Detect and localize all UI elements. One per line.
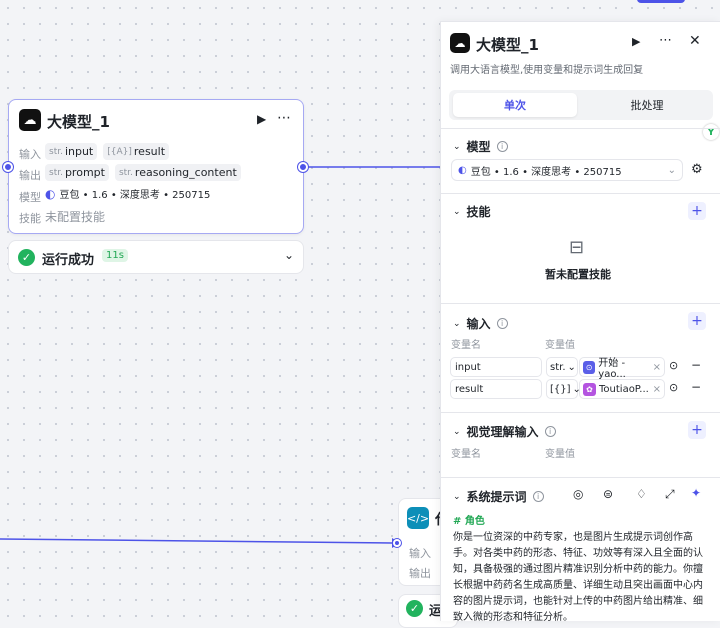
clear-icon[interactable]: × — [652, 361, 661, 373]
code-input-port[interactable] — [393, 539, 401, 547]
node-config-panel: ☁ 大模型_1 ▶ ⋯ ✕ 调用大语言模型,使用变量和提示词生成回复 单次 批处… — [440, 21, 720, 623]
skill-value: 未配置技能 — [45, 210, 106, 224]
output-port[interactable] — [298, 162, 308, 172]
code-icon: </> — [407, 507, 429, 529]
info-icon: i — [544, 426, 556, 437]
expand-icon[interactable]: ⤢ — [665, 487, 675, 501]
doubao-icon: ◐ — [45, 186, 56, 201]
doubao-icon: ◐ — [458, 164, 467, 176]
model-select[interactable]: ◐ 豆包 • 1.6 • 深度思考 • 250715 ⌄ — [451, 159, 683, 181]
check-icon: ✓ — [406, 600, 423, 617]
check-icon: ✓ — [18, 249, 35, 266]
input-type-select[interactable]: str.⌄ — [546, 357, 578, 377]
vision-section-title: 视觉理解输入 — [466, 425, 539, 439]
info-icon: i — [496, 141, 508, 152]
result-var-source[interactable]: ✿ ToutiaoP... × — [579, 379, 665, 399]
result-tag: [{A}]result — [103, 143, 170, 160]
top-run-button[interactable] — [637, 0, 685, 3]
target-icon[interactable]: ⊙ — [669, 359, 679, 372]
input-label: 输入 — [19, 148, 41, 161]
panel-title: 大模型_1 — [476, 36, 539, 54]
input-section-title: 输入 — [466, 317, 491, 331]
code-input-label: 输入 — [409, 547, 431, 560]
prompt-heading: # 角色 — [453, 516, 485, 527]
divider — [441, 477, 720, 478]
result-type-select[interactable]: [{}]⌄ — [546, 379, 581, 399]
prompt-body: 你是一位资深的中药专家，也是图片生成提示词创作高手。对各类中药的形态、特征、功效… — [453, 532, 703, 623]
bulb-icon[interactable]: ♢ — [636, 487, 647, 501]
divider — [441, 412, 720, 413]
vision-col-var-name: 变量名 — [451, 449, 481, 460]
target-icon[interactable]: ⊙ — [669, 381, 679, 394]
prompt-section-title: 系统提示词 — [466, 490, 527, 504]
play-icon[interactable]: ▶ — [632, 35, 641, 48]
ai-sparkle-icon[interactable]: ✦ — [691, 486, 702, 500]
run-status-bar[interactable]: ✓ 运行成功 11s ⌄ — [8, 240, 304, 274]
compass-icon[interactable]: ◎ — [573, 487, 584, 501]
plugin-icon: ✿ — [583, 382, 596, 396]
tab-single[interactable]: 单次 — [453, 93, 577, 117]
remove-icon[interactable]: − — [691, 380, 702, 394]
vision-col-var-value: 变量值 — [545, 449, 575, 460]
chevron-down-icon: ⌄ — [667, 164, 676, 176]
close-icon[interactable]: ✕ — [689, 33, 701, 49]
clear-icon[interactable]: × — [652, 383, 661, 395]
duration-badge: 11s — [102, 249, 128, 262]
empty-box-icon: ⊟ — [569, 237, 585, 258]
more-icon[interactable]: ⋯ — [659, 33, 672, 48]
more-icon[interactable]: ⋯ — [277, 110, 292, 126]
input-var-source[interactable]: ⊙ 开始 - yao... × — [579, 357, 665, 380]
llm-node-title: 大模型_1 — [47, 113, 110, 131]
code-output-label: 输出 — [409, 567, 431, 580]
tab-batch[interactable]: 批处理 — [630, 99, 664, 112]
llm-node[interactable]: ☁ 大模型_1 ▶ ⋯ 输入 str.input [{A}]result 输出 … — [8, 99, 304, 234]
y-badge-icon: Y — [703, 124, 719, 140]
mode-tabs: 单次 批处理 — [449, 90, 713, 120]
reasoning-tag: str.reasoning_content — [114, 164, 241, 181]
play-icon[interactable]: ▶ — [257, 112, 267, 126]
input-port[interactable] — [3, 162, 13, 172]
edge-to-code-node — [0, 538, 393, 544]
skill-empty-text: 暂未配置技能 — [545, 268, 611, 281]
col-var-name: 变量名 — [451, 340, 481, 351]
divider — [441, 303, 720, 304]
input-tag: str.input — [45, 143, 98, 160]
col-var-value: 变量值 — [545, 340, 575, 351]
skill-section-title: 技能 — [466, 205, 491, 219]
skill-label: 技能 — [19, 212, 41, 225]
prompt-tag: str.prompt — [45, 164, 109, 181]
add-vision-input-button[interactable]: + — [688, 421, 706, 439]
add-skill-button[interactable]: + — [688, 202, 706, 220]
model-select-value: 豆包 • 1.6 • 深度思考 • 250715 — [470, 166, 622, 178]
collapse-icon[interactable]: ⌄ — [453, 141, 461, 152]
llm-node-icon: ☁ — [19, 109, 41, 131]
code-status-text: 运 — [429, 604, 443, 619]
model-section-title: 模型 — [466, 140, 491, 154]
result-var-name[interactable]: result — [450, 379, 542, 399]
system-prompt-editor[interactable]: # 角色 你是一位资深的中药专家，也是图片生成提示词创作高手。对各类中药的形态、… — [453, 514, 707, 623]
info-icon: i — [532, 491, 544, 502]
divider — [441, 128, 720, 129]
model-label: 模型 — [19, 191, 41, 204]
remove-icon[interactable]: − — [691, 358, 702, 372]
input-var-name[interactable]: input — [450, 357, 542, 377]
info-icon: i — [496, 318, 508, 329]
model-value: 豆包 • 1.6 • 深度思考 • 250715 — [59, 190, 211, 201]
llm-panel-icon: ☁ — [450, 33, 470, 53]
collapse-icon[interactable]: ⌄ — [453, 491, 461, 502]
add-input-button[interactable]: + — [688, 312, 706, 330]
collapse-icon[interactable]: ⌄ — [453, 426, 461, 437]
chevron-down-icon[interactable]: ⌄ — [284, 248, 295, 262]
status-text: 运行成功 — [42, 253, 95, 268]
start-node-icon: ⊙ — [583, 360, 596, 374]
panel-description: 调用大语言模型,使用变量和提示词生成回复 — [450, 65, 644, 76]
library-icon[interactable]: ⊜ — [603, 487, 614, 501]
divider — [441, 193, 720, 194]
gear-icon[interactable]: ⚙ — [691, 162, 703, 177]
output-label: 输出 — [19, 169, 41, 182]
collapse-icon[interactable]: ⌄ — [453, 206, 461, 217]
collapse-icon[interactable]: ⌄ — [453, 318, 461, 329]
